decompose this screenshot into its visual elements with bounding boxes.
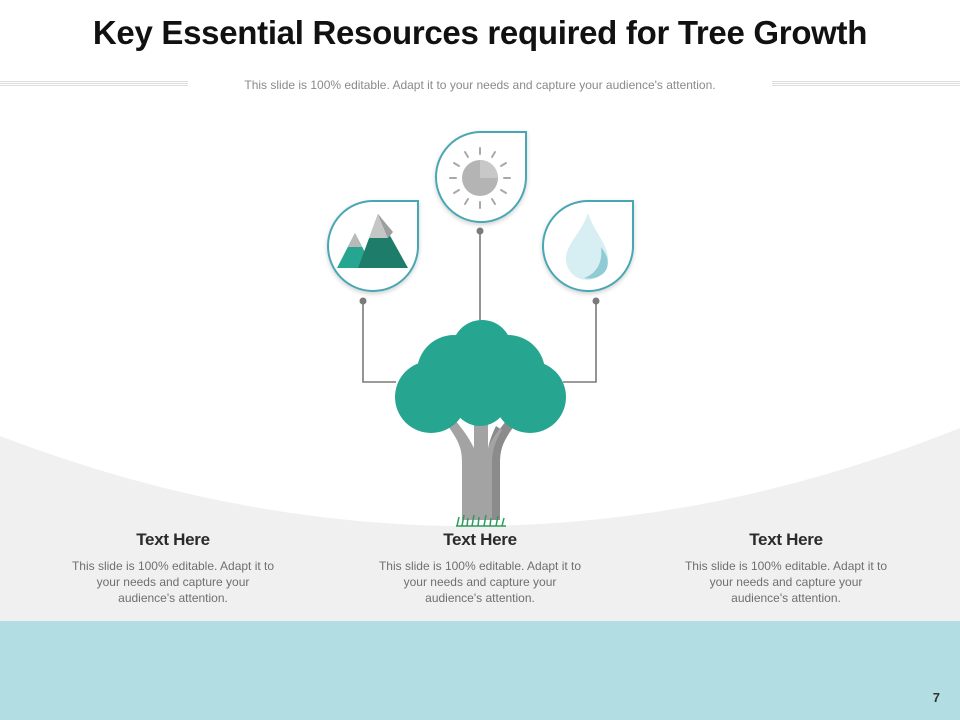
- caption-heading: Text Here: [443, 530, 517, 549]
- slide-subtitle: This slide is 100% editable. Adapt it to…: [244, 78, 716, 92]
- sun-icon: [449, 147, 511, 209]
- connector-dot-right: [592, 297, 600, 305]
- caption-center: Text Here This slide is 100% editable. A…: [375, 530, 585, 606]
- caption-body: This slide is 100% editable. Adapt it to…: [378, 559, 582, 605]
- tree-trunk: [448, 405, 514, 520]
- caption-heading: Text Here: [136, 530, 210, 549]
- caption-body: This slide is 100% editable. Adapt it to…: [71, 559, 275, 605]
- connector-dot-left: [359, 297, 367, 305]
- bubble-left: [327, 200, 419, 292]
- footer-band: [0, 621, 960, 720]
- caption-body: This slide is 100% editable. Adapt it to…: [684, 559, 888, 605]
- tree-canopy: [395, 320, 566, 433]
- connector-dot-center: [476, 227, 484, 235]
- caption-right: Text Here This slide is 100% editable. A…: [681, 530, 891, 606]
- mountains-icon: [337, 214, 408, 268]
- bubble-center: [435, 131, 527, 223]
- caption-heading: Text Here: [749, 530, 823, 549]
- connector-lines: [362, 231, 597, 383]
- subtitle-rule-right: [772, 81, 960, 87]
- page-number: 7: [932, 690, 940, 705]
- subtitle-rule-left: [0, 81, 188, 87]
- grass-tuft: [456, 514, 506, 527]
- slide-title: Key Essential Resources required for Tre…: [92, 14, 868, 51]
- tree-illustration: [395, 320, 566, 527]
- caption-left: Text Here This slide is 100% editable. A…: [68, 530, 278, 606]
- connector-right: [563, 301, 597, 383]
- water-drop-icon: [566, 213, 608, 280]
- bubble-right: [542, 200, 634, 292]
- connector-left: [362, 301, 396, 383]
